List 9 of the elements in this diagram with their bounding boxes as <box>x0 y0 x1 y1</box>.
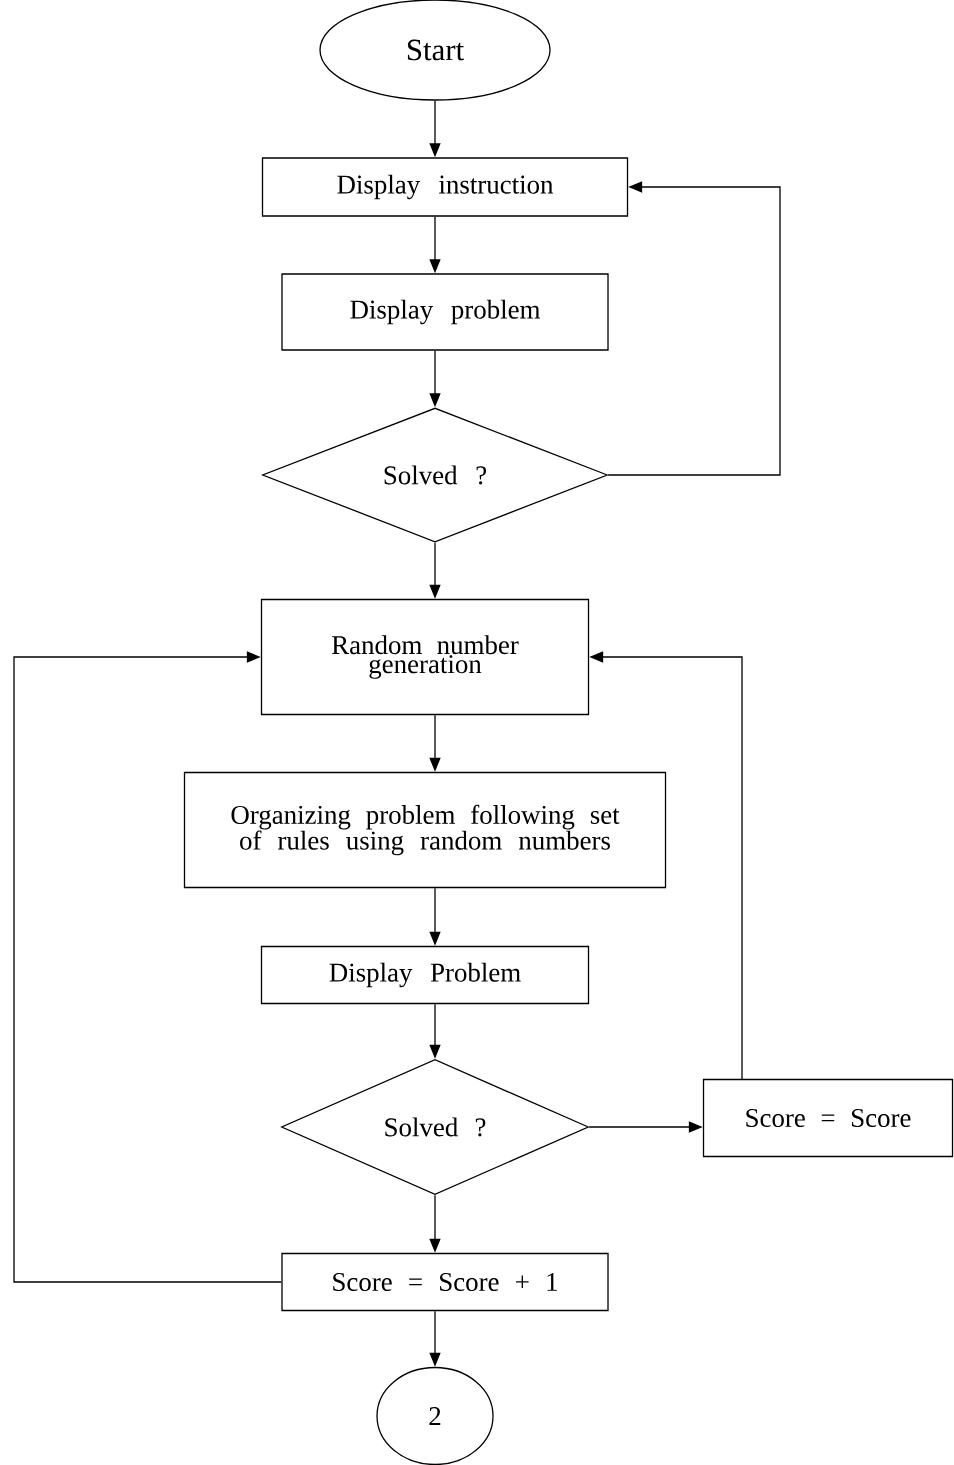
process-box: Organizing problem following set of rules using random numbers <box>183 771 667 889</box>
process-box: Score = Score + 1 <box>281 1252 609 1312</box>
arrow <box>607 181 781 476</box>
process-box: Display Problem <box>260 945 590 1005</box>
process-box: Score = Score <box>702 1078 954 1158</box>
process-box: Display problem <box>281 273 609 351</box>
process-box: Display instruction <box>261 157 629 217</box>
process-box: Random number generation <box>260 598 590 716</box>
arrow <box>13 651 282 1283</box>
